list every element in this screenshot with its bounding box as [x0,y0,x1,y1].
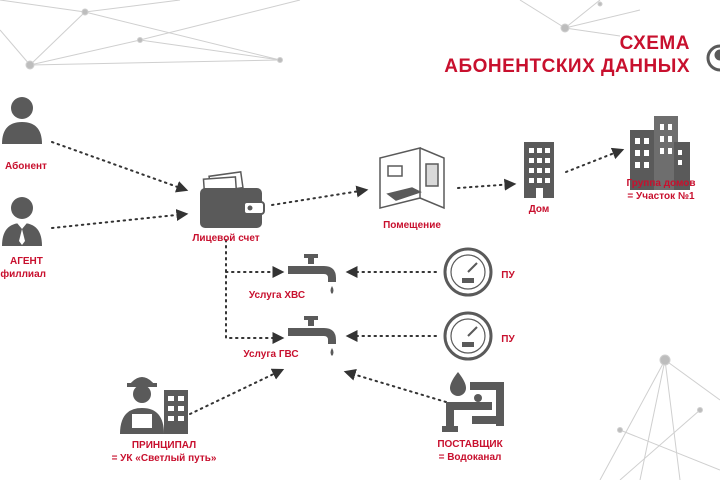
pipes-icon [442,372,504,432]
label-supplier-name: = Водоканал [438,452,502,463]
label-house: Дом [528,204,550,215]
faucet-icon [288,254,336,294]
label-premises: Помещение [383,220,441,231]
person-outline-icon [706,44,720,72]
title-line-2: АБОНЕНТСКИХ ДАННЫХ [444,56,690,77]
connector-house-group [565,147,625,173]
label-house-group-area: = Участок №1 [627,191,695,202]
connector-premises-house [457,178,517,191]
label-service-hot: Услуга ГВС [243,349,299,360]
person-icon [2,97,42,144]
label-agent-branch: Свердловский филлиал [0,269,46,280]
gauge-icon [443,247,493,297]
connector-account-services [225,239,285,344]
label-principal-title: ПРИНЦИПАЛ [131,440,197,451]
label-agent-title: АГЕНТ [10,256,43,267]
connectors [51,141,625,415]
label-house-group: Группа домов [626,178,696,189]
wallet-icon [200,171,265,228]
connector-subscriber-account [51,141,189,193]
connector-principal-hot [189,368,285,415]
label-meter-hot: ПУ [501,334,515,345]
worker-icon [120,377,188,434]
connector-agent-account [51,209,189,229]
label-account: Лицевой счет [192,233,260,244]
faucet-icon [288,316,336,356]
room-icon [379,147,445,210]
label-meter-cold: ПУ [501,270,515,281]
person-tie-icon [2,197,42,246]
gauge-icon [443,311,493,361]
label-principal-name: = УК «Светлый путь» [111,453,217,464]
label-service-cold: Услуга ХВС [248,290,306,301]
label-subscriber: Абонент [5,161,47,172]
building-icon [524,142,554,198]
title-line-1: СХЕМА [619,33,690,54]
label-supplier-title: ПОСТАВЩИК [437,439,503,450]
buildings-icon [630,116,690,190]
connector-account-premises [271,185,369,206]
connector-supplier-hot [343,369,447,403]
